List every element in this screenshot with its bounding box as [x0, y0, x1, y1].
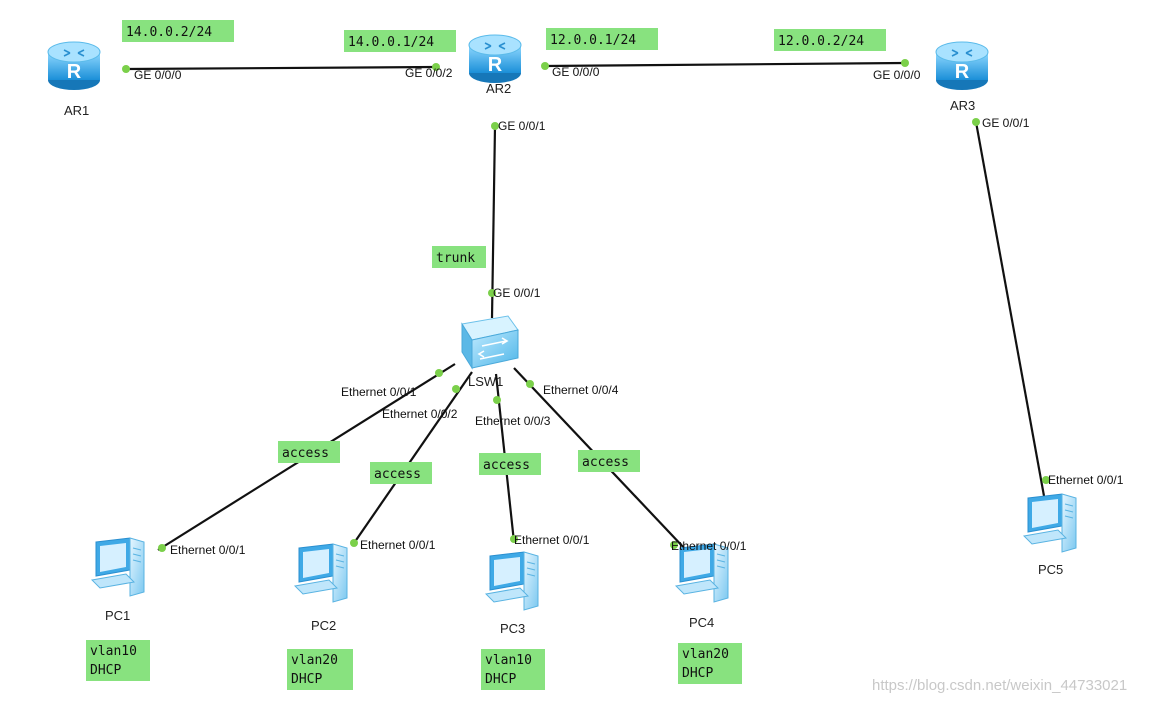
note-pc4: vlan20 DHCP [678, 643, 742, 684]
port-dot [488, 289, 496, 297]
pc4-label: PC4 [689, 615, 714, 630]
note-ip-ar2-left: 14.0.0.1/24 [344, 30, 456, 52]
pc-icon [1023, 493, 1077, 553]
ip-address-note: 14.0.0.1/24 [348, 35, 434, 50]
access-note: access [582, 455, 629, 470]
port-label: Ethernet 0/0/4 [543, 383, 619, 397]
pc-pc5[interactable] [1023, 493, 1077, 553]
port-dot [526, 380, 534, 388]
vlan-note: vlan10 [90, 644, 137, 659]
port-label: GE 0/0/0 [552, 65, 600, 79]
port-label: GE 0/0/0 [873, 68, 921, 82]
ip-address-note: 12.0.0.2/24 [778, 34, 864, 49]
watermark: https://blog.csdn.net/weixin_44733021 [872, 677, 1127, 694]
vlan-note: vlan20 [682, 647, 729, 662]
port-label: Ethernet 0/0/1 [671, 539, 747, 553]
port-label: Ethernet 0/0/3 [475, 414, 551, 428]
link-ar1-ar2 [125, 65, 437, 71]
port-dot [541, 62, 549, 70]
port-dots [122, 59, 1050, 552]
pc-pc1[interactable] [91, 537, 145, 597]
note-ip-ar2-right: 12.0.0.1/24 [546, 28, 658, 50]
port-dot [158, 544, 166, 552]
router-icon [47, 41, 101, 91]
note-ip-ar1: 14.0.0.2/24 [122, 20, 234, 42]
router-ar1-label: AR1 [64, 103, 89, 118]
links [125, 61, 1050, 551]
pc2-label: PC2 [311, 618, 336, 633]
pc1-label: PC1 [105, 608, 130, 623]
port-label: Ethernet 0/0/1 [341, 385, 417, 399]
note-access-4: access [578, 450, 640, 472]
port-dot [435, 369, 443, 377]
note-ip-ar3: 12.0.0.2/24 [774, 29, 886, 51]
router-ar1[interactable] [47, 41, 101, 91]
dhcp-note: DHCP [90, 663, 121, 678]
link-ar3-pc5 [974, 121, 1050, 519]
port-label: Ethernet 0/0/1 [360, 538, 436, 552]
link-ar2-ar3 [544, 61, 906, 68]
port-label: GE 0/0/0 [134, 68, 182, 82]
pc-pc3[interactable] [485, 551, 539, 611]
pc-pc2[interactable] [294, 543, 348, 603]
port-dot [670, 541, 678, 549]
router-ar3[interactable] [935, 41, 989, 91]
port-labels: GE 0/0/0 GE 0/0/2 GE 0/0/0 GE 0/0/1 GE 0… [134, 65, 1124, 557]
note-trunk: trunk [432, 246, 486, 268]
pc-icon [294, 543, 348, 603]
dhcp-note: DHCP [485, 672, 516, 687]
vlan-note: vlan10 [485, 653, 532, 668]
router-icon [935, 41, 989, 91]
pc-icon [485, 551, 539, 611]
router-ar2[interactable] [468, 34, 522, 84]
port-dot [350, 539, 358, 547]
access-note: access [374, 467, 421, 482]
port-dot [122, 65, 130, 73]
vlan-note: vlan20 [291, 653, 338, 668]
trunk-note: trunk [436, 251, 475, 266]
link-lsw1-pc2 [351, 371, 473, 547]
link-ar2-lsw1 [490, 125, 497, 319]
router-icon [468, 34, 522, 84]
port-dot [452, 385, 460, 393]
switch-lsw1-label: LSW1 [468, 374, 503, 389]
ip-address-note: 14.0.0.2/24 [126, 25, 212, 40]
pc5-label: PC5 [1038, 562, 1063, 577]
port-dot [493, 396, 501, 404]
note-pc1: vlan10 DHCP [86, 640, 150, 681]
switch-lsw1[interactable] [461, 315, 519, 369]
port-dot [901, 59, 909, 67]
port-label: Ethernet 0/0/2 [382, 407, 458, 421]
port-label: Ethernet 0/0/1 [1048, 473, 1124, 487]
note-pc2: vlan20 DHCP [287, 649, 353, 690]
access-note: access [282, 446, 329, 461]
dhcp-note: DHCP [682, 666, 713, 681]
port-label: Ethernet 0/0/1 [170, 543, 246, 557]
pc-icon [91, 537, 145, 597]
note-access-3: access [479, 453, 541, 475]
port-dot [510, 535, 518, 543]
router-ar2-label: AR2 [486, 81, 511, 96]
port-label: Ethernet 0/0/1 [514, 533, 590, 547]
port-label: GE 0/0/1 [498, 119, 546, 133]
port-dot [972, 118, 980, 126]
note-access-1: access [278, 441, 340, 463]
port-label: GE 0/0/2 [405, 66, 453, 80]
port-dot [1042, 476, 1050, 484]
port-label: GE 0/0/1 [493, 286, 541, 300]
switch-icon [461, 315, 519, 369]
dhcp-note: DHCP [291, 672, 322, 687]
note-access-2: access [370, 462, 432, 484]
note-pc3: vlan10 DHCP [481, 649, 545, 690]
pc3-label: PC3 [500, 621, 525, 636]
port-dot [432, 63, 440, 71]
port-dot [491, 122, 499, 130]
ip-address-note: 12.0.0.1/24 [550, 33, 636, 48]
router-ar3-label: AR3 [950, 98, 975, 113]
port-label: GE 0/0/1 [982, 116, 1030, 130]
access-note: access [483, 458, 530, 473]
